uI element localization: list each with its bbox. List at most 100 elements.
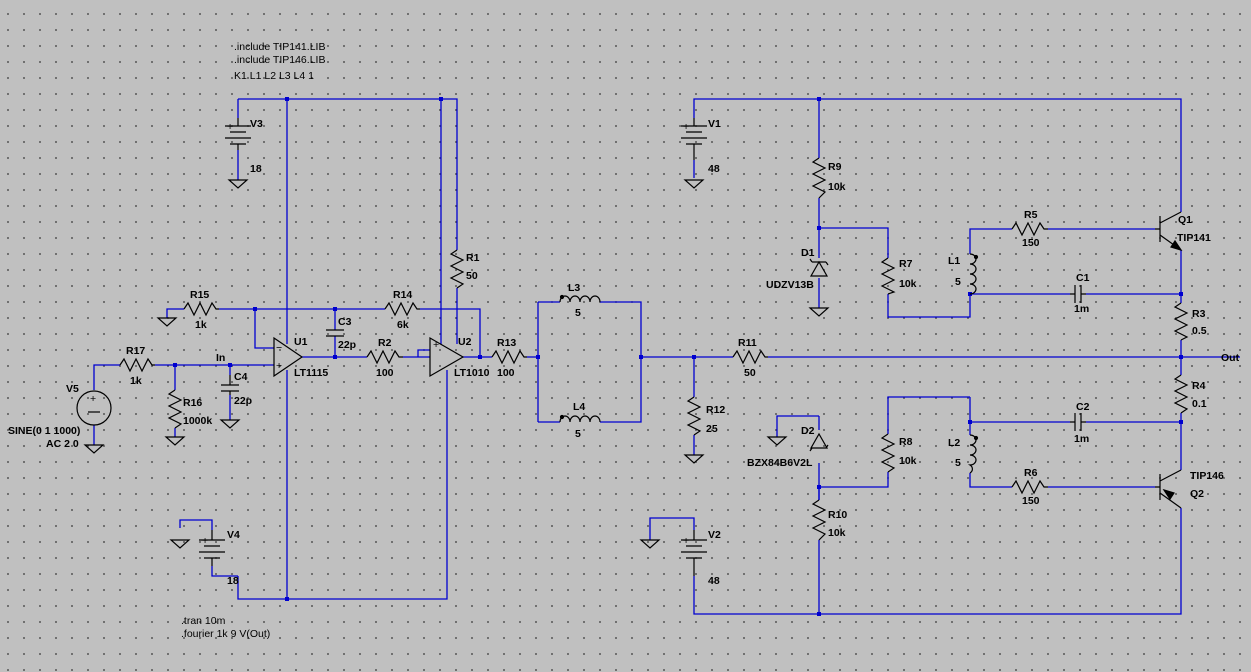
r2-name: R2	[378, 337, 392, 349]
svg-text:+: +	[276, 360, 282, 372]
zener-diode-d2[interactable]: D2 BZX84B6V2L	[747, 425, 829, 469]
resistor-r16[interactable]: R16 1000k	[164, 389, 212, 446]
battery-v2[interactable]: + V2 48	[639, 529, 721, 587]
capacitor-c4[interactable]: C4 22p	[219, 371, 252, 429]
r9-name: R9	[828, 161, 842, 173]
svg-text:+: +	[683, 121, 689, 133]
battery-v4[interactable]: + V4 18	[169, 529, 240, 587]
r13-value: 100	[497, 367, 515, 379]
svg-text:+: +	[227, 121, 233, 133]
directive-coupling[interactable]: K1 L1 L2 L3 L4 1	[234, 70, 314, 82]
zener-diode-d1[interactable]: D1 UDZV13B	[766, 247, 830, 317]
svg-text:−: −	[276, 342, 282, 354]
r13-name: R13	[497, 337, 516, 349]
resistor-r13[interactable]: R13 100	[491, 337, 527, 379]
inductor-l1[interactable]: L1 5	[948, 253, 979, 295]
r8-name: R8	[899, 436, 913, 448]
c2-name: C2	[1076, 401, 1090, 413]
r14-value: 6k	[397, 319, 409, 331]
v2-name: V2	[708, 529, 721, 541]
r11-value: 50	[744, 367, 756, 379]
r10-name: R10	[828, 509, 847, 521]
v4-name: V4	[227, 529, 240, 541]
resistor-r1[interactable]: R1 50	[449, 249, 480, 289]
v1-name: V1	[708, 118, 721, 130]
c1-name: C1	[1076, 272, 1090, 284]
v3-value: 18	[250, 163, 262, 175]
opamp-u1[interactable]: − + U1 LT1115	[273, 336, 328, 379]
junctions	[173, 97, 1183, 616]
q1-value: TIP141	[1177, 232, 1211, 244]
battery-v3[interactable]: + V3 18	[225, 118, 263, 189]
resistor-r6[interactable]: R6 150	[1011, 467, 1048, 507]
u1-name: U1	[294, 336, 308, 348]
c3-value: 22p	[338, 339, 356, 351]
transistor-q2[interactable]: TIP146 Q2	[1155, 469, 1224, 509]
c4-value: 22p	[234, 395, 252, 407]
r4-name: R4	[1192, 380, 1206, 392]
r1-name: R1	[466, 252, 480, 264]
c1-value: 1m	[1074, 303, 1089, 315]
u2-name: U2	[458, 336, 472, 348]
r17-value: 1k	[130, 375, 142, 387]
resistor-r3[interactable]: R3 0.5	[1173, 302, 1207, 341]
v4-value: 18	[227, 575, 239, 587]
v5-name: V5	[66, 383, 79, 395]
v2-value: 48	[708, 575, 720, 587]
r9-value: 10k	[828, 181, 846, 193]
u2-value: LT1010	[454, 367, 490, 379]
resistor-r15[interactable]: R15 1k	[156, 289, 219, 331]
sine-source-v5[interactable]: + V5 SINE(0 1 1000) AC 2 0	[8, 383, 112, 454]
resistor-r11[interactable]: R11 50	[732, 337, 768, 379]
capacitor-c1[interactable]: C1 1m	[1070, 272, 1090, 315]
capacitor-c2[interactable]: C2 1m	[1070, 401, 1090, 445]
c4-name: C4	[234, 371, 248, 383]
r5-value: 150	[1022, 237, 1040, 249]
wires	[93, 98, 1240, 615]
l3-name: L3	[568, 282, 580, 294]
resistor-r10[interactable]: R10 10k	[811, 499, 847, 541]
r6-name: R6	[1024, 467, 1038, 479]
resistor-r4[interactable]: R4 0.1	[1173, 374, 1207, 414]
inductor-l2[interactable]: L2 5	[948, 434, 979, 474]
l3-value: 5	[575, 307, 581, 319]
transistor-q1[interactable]: Q1 TIP141	[1155, 211, 1211, 252]
r4-value: 0.1	[1192, 398, 1207, 410]
inductor-l3[interactable]: L3 5	[559, 282, 601, 319]
q1-name: Q1	[1178, 214, 1192, 226]
r12-name: R12	[706, 404, 725, 416]
r15-value: 1k	[195, 319, 207, 331]
svg-text:+: +	[433, 339, 439, 351]
r2-value: 100	[376, 367, 394, 379]
resistor-r2[interactable]: R2 100	[366, 337, 403, 379]
l4-value: 5	[575, 428, 581, 440]
r7-name: R7	[899, 258, 913, 270]
resistor-r5[interactable]: R5 150	[1011, 209, 1048, 249]
directive-tran[interactable]: .tran 10m	[181, 615, 226, 627]
v5-value: SINE(0 1 1000)	[8, 425, 80, 437]
battery-v1[interactable]: + V1 48	[681, 118, 721, 189]
spice-directives[interactable]: .include TIP141.LIB .include TIP146.LIB …	[181, 41, 325, 640]
v3-name: V3	[250, 118, 263, 130]
directive-include-tip146[interactable]: .include TIP146.LIB	[234, 54, 325, 66]
resistor-r8[interactable]: R8 10k	[880, 433, 917, 473]
directive-include-tip141[interactable]: .include TIP141.LIB	[234, 41, 325, 53]
r6-value: 150	[1022, 495, 1040, 507]
d1-value: UDZV13B	[766, 279, 814, 291]
inductor-l4[interactable]: L4 5	[559, 401, 601, 440]
d2-name: D2	[801, 425, 815, 437]
l1-name: L1	[948, 255, 960, 267]
resistor-r14[interactable]: R14 6k	[384, 289, 420, 331]
opamp-u2[interactable]: + U2 LT1010	[429, 336, 490, 379]
resistor-r9[interactable]: R9 10k	[811, 157, 846, 199]
resistor-r7[interactable]: R7 10k	[880, 257, 917, 295]
directive-fourier[interactable]: .fourier 1k 9 V(Out)	[181, 628, 270, 640]
resistor-r12[interactable]: R12 25	[683, 396, 725, 464]
r10-value: 10k	[828, 527, 846, 539]
r7-value: 10k	[899, 278, 917, 290]
l4-name: L4	[573, 401, 585, 413]
resistor-r17[interactable]: R17 1k	[119, 345, 155, 387]
capacitor-c3[interactable]: C3 22p	[326, 316, 356, 351]
r16-value: 1000k	[183, 415, 212, 427]
